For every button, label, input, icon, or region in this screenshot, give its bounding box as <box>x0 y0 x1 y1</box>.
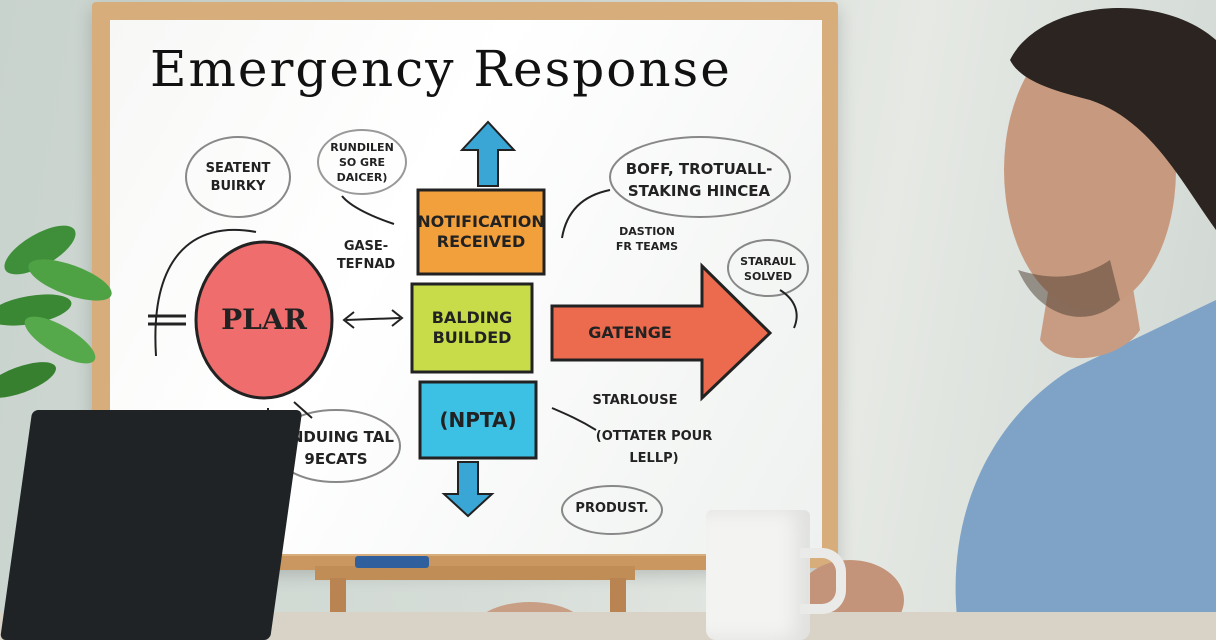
gatenge-arrow <box>550 262 773 402</box>
produst-bubble <box>561 485 663 535</box>
laptop-screen <box>0 410 303 640</box>
plar-circle <box>194 240 334 400</box>
notification-box <box>416 188 546 276</box>
rundlen-bubble <box>317 129 407 195</box>
board-title: Emergency Response <box>150 40 732 98</box>
starlouse-connector <box>551 407 597 431</box>
note-produst: PRODUST. <box>575 501 649 516</box>
note-rundlen: RUNDILEN SO GRE DAICER) <box>330 141 394 184</box>
note-onduing: ONDUING TAL 9ECATS <box>278 428 394 468</box>
plant-leaves <box>0 225 112 398</box>
note-gase: GASE- TEFNAD <box>336 239 396 272</box>
coffee-mug <box>706 510 810 640</box>
balding-box <box>410 282 534 374</box>
down-arrow <box>441 461 495 518</box>
boff-bubble <box>609 136 791 218</box>
note-ottater: (OTTATER POUR LELLP) <box>595 429 713 466</box>
marker-pen <box>355 556 429 568</box>
plar-balding-arrow <box>345 317 401 321</box>
note-starlouse: STARLOUSE <box>592 393 678 408</box>
staraul-bubble <box>727 239 809 297</box>
mug-handle <box>800 548 846 614</box>
balding-label: BALDING BUILDED <box>431 308 513 347</box>
note-seatent: SEATENT BUIRKY <box>205 161 271 194</box>
npta-label: (NPTA) <box>439 408 517 432</box>
gatenge-label: GATENGE <box>588 323 672 342</box>
notification-label: NOTIFICATION RECEIVED <box>417 212 545 251</box>
up-arrow <box>459 120 517 187</box>
note-dastion: DASTION FR TEAMS <box>615 225 679 253</box>
npta-box <box>418 380 538 460</box>
seatent-bubble <box>185 136 291 218</box>
easel-crossbar <box>315 566 635 580</box>
plar-label: PLAR <box>221 303 307 336</box>
note-staraul: STARAUL SOLVED <box>740 255 796 283</box>
rundlen-connector <box>341 195 395 225</box>
note-boff: BOFF, TROTUALL- STAKING HINCEA <box>625 160 773 200</box>
staraul-connector <box>779 289 798 329</box>
boff-connector <box>561 189 611 239</box>
person <box>955 7 1216 640</box>
